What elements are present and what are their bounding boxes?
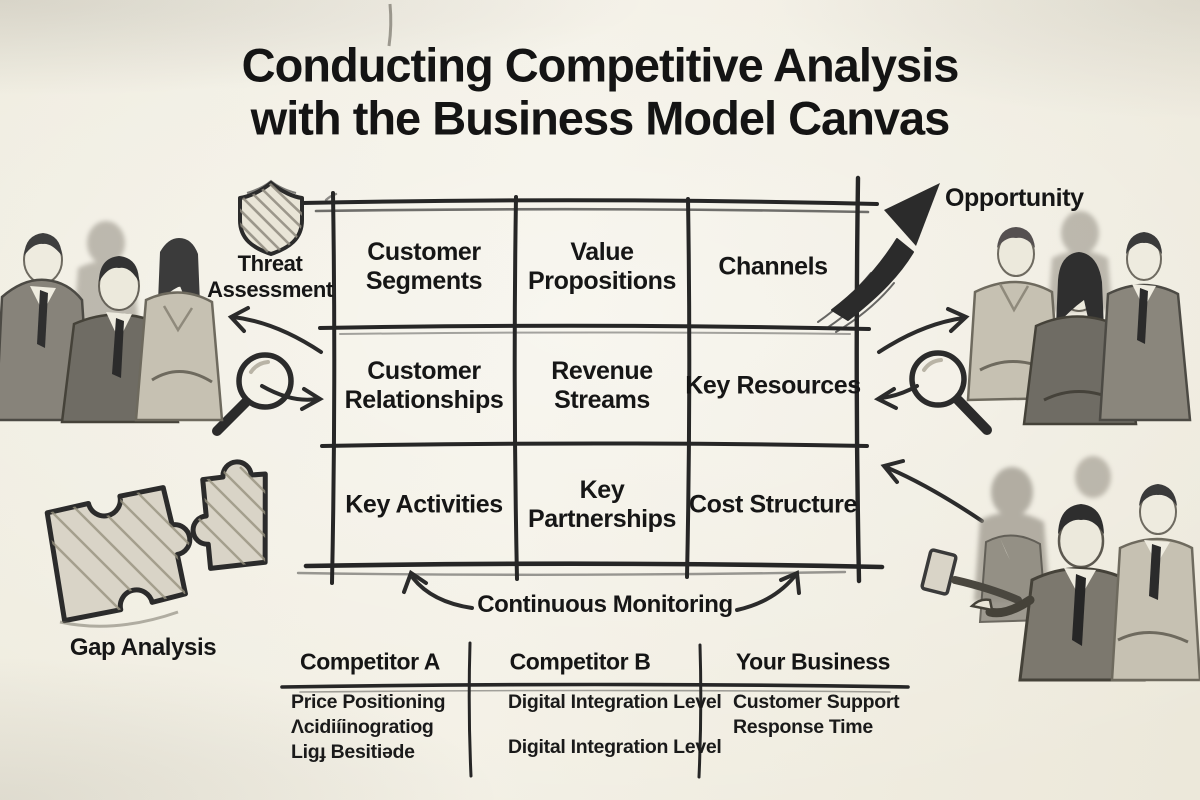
canvas-cell-channels: Channels	[718, 252, 828, 281]
table-header-competitor-b: Competitor B	[509, 648, 651, 675]
magnifying-glass-icon-right	[909, 350, 992, 435]
canvas-cell-key-resources: Key Resources	[685, 371, 861, 400]
table-row: Ligɟ Besitiəde	[291, 740, 415, 763]
page-title: Conducting Competitive Analysis with the…	[150, 39, 1050, 144]
table-header-your-business: Your Business	[735, 648, 891, 675]
shield-icon	[238, 179, 304, 256]
table-row: Digital Integration Level	[508, 691, 722, 713]
canvas-cell-revenue-streams: Revenue Streams	[551, 357, 653, 414]
arrow-up-right-icon	[817, 183, 940, 333]
gap-analysis-label: Gap Analysis	[69, 634, 217, 661]
puzzle-pieces-icon	[44, 459, 272, 628]
table-header-competitor-a: Competitor A	[299, 648, 441, 675]
right-upper-people-illustration	[966, 211, 1192, 426]
table-row: Price Positioning	[291, 691, 446, 713]
left-people-illustration	[0, 221, 224, 424]
right-lower-people-illustration	[920, 456, 1200, 682]
table-row: Λcidiíinogratiog	[291, 715, 434, 738]
continuous-monitoring-label: Continuous Monitoring	[477, 591, 733, 618]
canvas-cell-customer-segments: Customer Segments	[365, 238, 483, 295]
canvas-cell-key-activities: Key Activities	[345, 490, 503, 519]
flow-arrows	[227, 306, 984, 612]
pencil-stray-marks	[387, 3, 393, 47]
comparison-table-lines	[280, 641, 910, 779]
table-row: Digital Integration Level	[508, 735, 722, 758]
table-row: Customer Support Response Time	[733, 691, 900, 738]
table-cell-competitor-b: Digital Integration Level Digital Integr…	[508, 690, 723, 760]
opportunity-label: Opportunity	[945, 184, 1084, 212]
threat-assessment-label: Threat Assessment	[207, 251, 333, 302]
table-cell-competitor-a: Price Positioning Λcidiíinogratiog Ligɟ …	[291, 690, 466, 765]
canvas-cell-cost-structure: Cost Structure	[688, 490, 858, 519]
canvas-cell-value-propositions: Value Propositions	[528, 238, 676, 295]
canvas-grid	[296, 175, 885, 585]
table-cell-your-business: Customer Support Response Time	[733, 690, 903, 740]
page-title-line1: Conducting Competitive Analysis	[241, 38, 960, 92]
page-title-line2: with the Business Model Canvas	[250, 91, 951, 144]
canvas-cell-key-partnerships: Key Partnerships	[527, 476, 677, 533]
canvas-cell-customer-relationships: Customer Relationships	[344, 357, 504, 414]
